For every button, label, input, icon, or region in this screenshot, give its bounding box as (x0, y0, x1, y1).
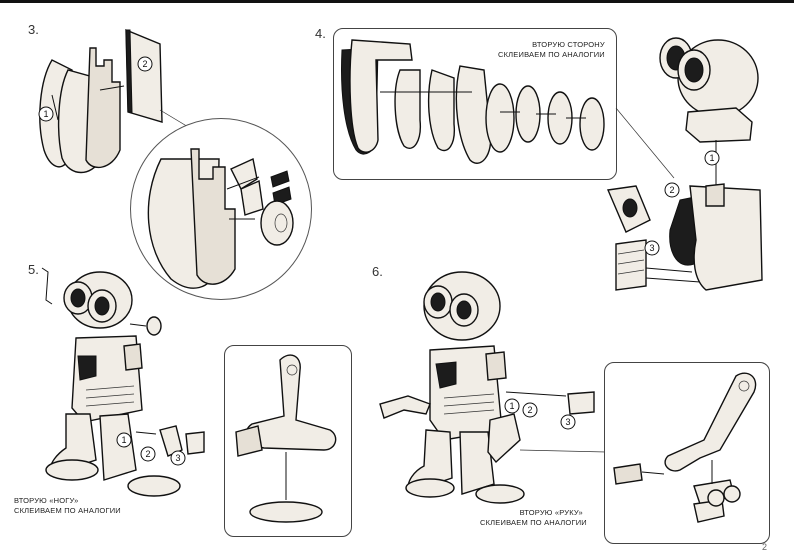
marker-2-head: 2 (664, 182, 680, 198)
step-6-number: 6. (372, 264, 383, 279)
svg-text:1: 1 (121, 435, 126, 445)
step-5-caption-line2: СКЛЕИВАЕМ ПО АНАЛОГИИ (14, 506, 121, 515)
svg-text:1: 1 (509, 401, 514, 411)
marker-1-head: 1 (704, 150, 720, 166)
marker-3-arm: 3 (560, 414, 576, 430)
svg-text:2: 2 (669, 185, 674, 195)
step-4-caption-line1: ВТОРУЮ СТОРОНУ (532, 40, 605, 49)
step-6-caption-line1: ВТОРУЮ «РУКУ» (519, 508, 583, 517)
svg-text:2: 2 (145, 449, 150, 459)
step-4-number: 4. (315, 26, 326, 41)
page-number: 2 (762, 542, 768, 552)
top-border (0, 0, 794, 3)
svg-text:3: 3 (565, 417, 570, 427)
step-6-caption-line2: СКЛЕИВАЕМ ПО АНАЛОГИИ (480, 518, 587, 527)
marker-3-head: 3 (644, 240, 660, 256)
step-5-number: 5. (28, 262, 39, 277)
step-4-caption: ВТОРУЮ СТОРОНУ СКЛЕИВАЕМ ПО АНАЛОГИИ (498, 40, 605, 60)
step-6-caption: ВТОРУЮ «РУКУ» СКЛЕИВАЕМ ПО АНАЛОГИИ (480, 508, 587, 528)
step-5-caption-line1: ВТОРУЮ «НОГУ» (14, 496, 79, 505)
marker-1: 1 (38, 106, 54, 122)
svg-text:1: 1 (709, 153, 714, 163)
svg-text:3: 3 (649, 243, 654, 253)
step-3-detail-circle (130, 118, 312, 300)
step-5-caption: ВТОРУЮ «НОГУ» СКЛЕИВАЕМ ПО АНАЛОГИИ (14, 496, 121, 516)
marker-1-leg: 1 (116, 432, 132, 448)
step-4-caption-line2: СКЛЕИВАЕМ ПО АНАЛОГИИ (498, 50, 605, 59)
marker-2-leg: 2 (140, 446, 156, 462)
svg-text:1: 1 (43, 109, 48, 119)
marker-3-leg: 3 (170, 450, 186, 466)
svg-text:3: 3 (175, 453, 180, 463)
marker-2-arm: 2 (522, 402, 538, 418)
svg-text:2: 2 (527, 405, 532, 415)
marker-2: 2 (137, 56, 153, 72)
marker-1-arm: 1 (504, 398, 520, 414)
step-3-number: 3. (28, 22, 39, 37)
svg-text:2: 2 (142, 59, 147, 69)
